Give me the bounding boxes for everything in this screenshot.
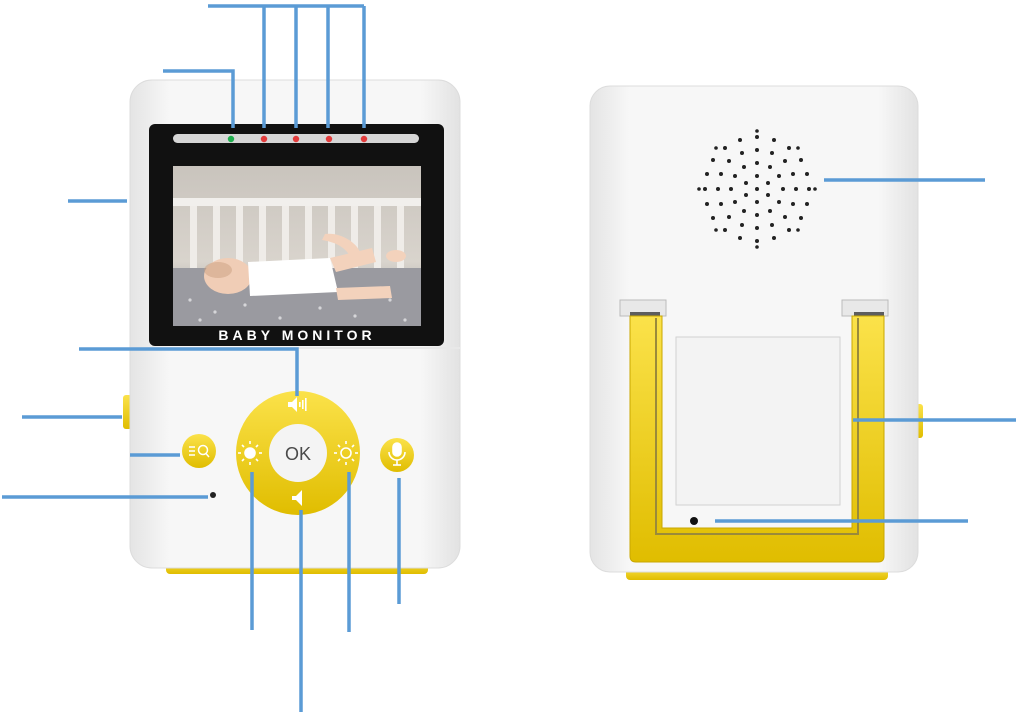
volume-down-icon[interactable] xyxy=(292,490,302,506)
led-sound-2 xyxy=(292,135,300,143)
led-sound-1 xyxy=(260,135,268,143)
display-image: BABY MONITOR xyxy=(173,166,421,343)
battery-cover xyxy=(675,336,841,506)
callout-power-led xyxy=(163,69,235,128)
reset-hole xyxy=(690,517,698,525)
led-sound-3 xyxy=(325,135,333,143)
ok-button[interactable] xyxy=(269,424,327,482)
led-power xyxy=(227,135,235,143)
screen-banner: BABY MONITOR xyxy=(218,327,375,343)
microphone-hole xyxy=(210,492,216,498)
callout-volume-up xyxy=(79,347,299,396)
brightness-up-icon[interactable] xyxy=(334,441,358,465)
menu-zoom-icon xyxy=(189,444,210,458)
front-view: BABY MONITOR OK xyxy=(123,79,461,574)
back-view xyxy=(589,85,923,580)
brightness-down-icon[interactable] xyxy=(238,441,262,465)
volume-up-icon[interactable] xyxy=(288,397,307,412)
ok-button-label: OK xyxy=(285,444,311,464)
callout-lines xyxy=(2,4,1016,712)
led-sound-4 xyxy=(360,135,368,143)
speaker-grille xyxy=(697,129,817,249)
microphone-icon xyxy=(388,442,406,466)
